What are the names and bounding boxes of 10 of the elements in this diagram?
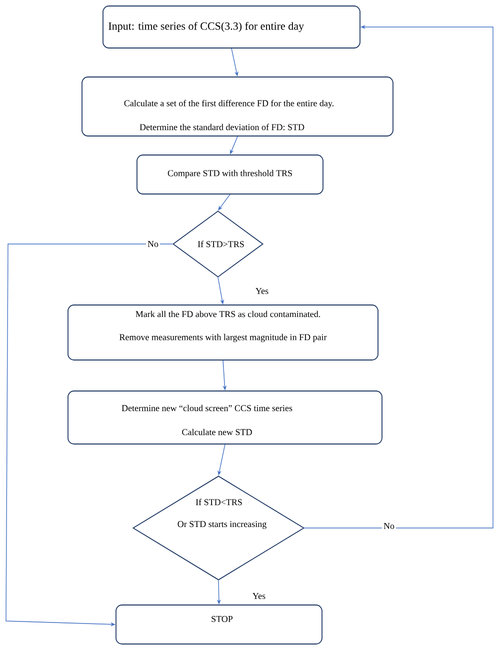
- process-box: Input: time series of CCS(3.3) for entire day: [102, 6, 360, 48]
- edge-label: No: [146, 240, 160, 248]
- edge-label: Yes: [254, 286, 270, 296]
- process-box: Mark all the FD above TRS as cloud contaminated. Remove measurements with largest magnitude in FD pair: [68, 304, 378, 360]
- process-box: Determine new “cloud screen” CCS time series Calculate new STD: [68, 390, 382, 444]
- edge-label: No: [382, 522, 396, 530]
- process-box: STOP: [116, 604, 322, 644]
- edge-label: Yes: [250, 592, 268, 600]
- process-box: Compare STD with threshold TRS: [136, 154, 324, 194]
- process-box: Calculate a set of the first difference FD for the entire day. Determine the standard deviation of FD: STD: [82, 76, 394, 136]
